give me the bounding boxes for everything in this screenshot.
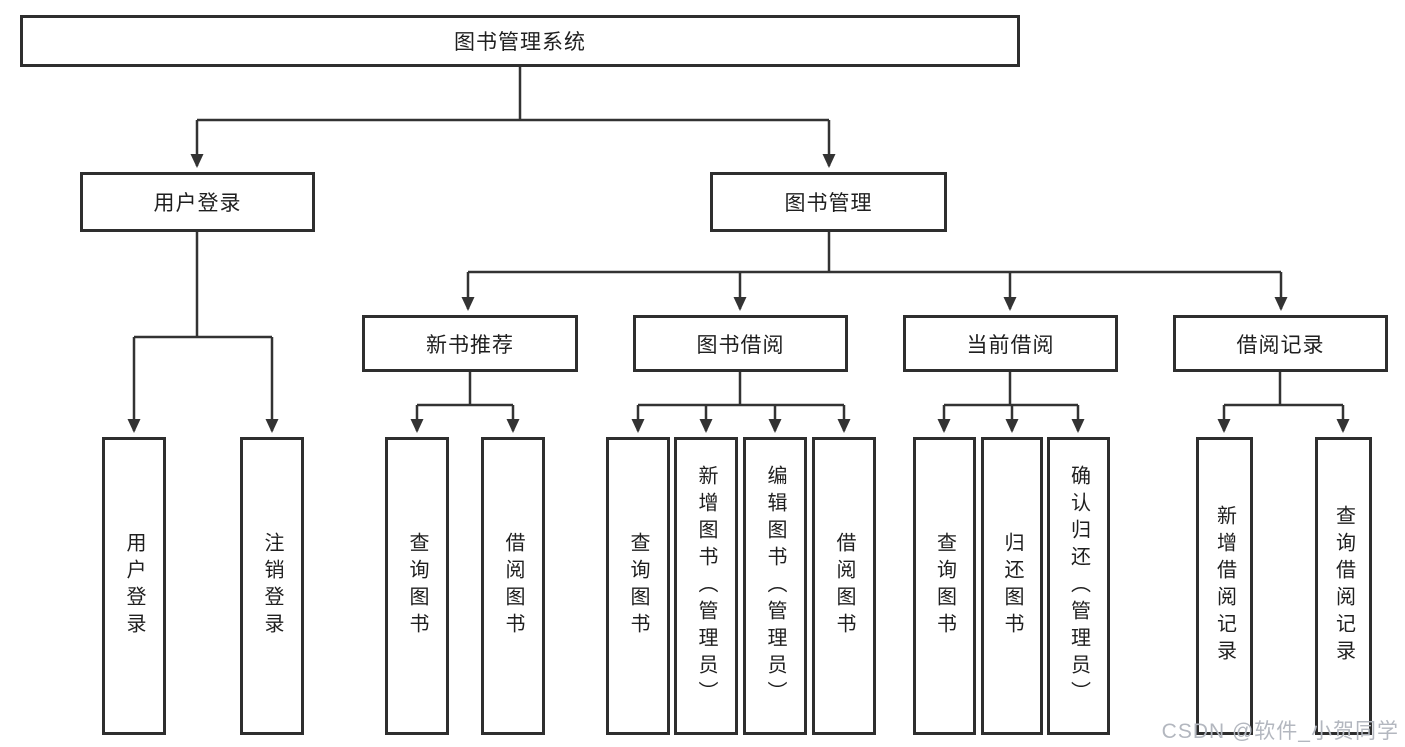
node-label: 归还图书	[1001, 532, 1023, 640]
leaf-borrowing-edit-books-admin: 编辑图书（管理员）	[743, 437, 807, 735]
node-label: 图书管理	[784, 192, 873, 215]
node-library-management-system: 图书管理系统	[20, 15, 1020, 67]
node-label: 新增借阅记录	[1213, 505, 1236, 667]
node-label: 编辑图书（管理员）	[764, 464, 786, 708]
leaf-records-add-record: 新增借阅记录	[1196, 437, 1253, 735]
leaf-borrowing-borrow-books: 借阅图书	[812, 437, 876, 735]
leaf-records-query-record: 查询借阅记录	[1315, 437, 1372, 735]
node-label: 用户登录	[153, 192, 242, 215]
node-label: 图书借阅	[696, 333, 785, 357]
node-book-management: 图书管理	[710, 172, 947, 232]
leaf-recommend-borrow-books: 借阅图书	[481, 437, 545, 735]
leaf-current-return-books: 归还图书	[981, 437, 1043, 735]
leaf-borrowing-add-books-admin: 新增图书（管理员）	[674, 437, 738, 735]
node-new-book-recommend: 新书推荐	[362, 315, 578, 372]
node-label: 查询借阅记录	[1332, 505, 1355, 667]
node-label: 新增图书（管理员）	[695, 464, 717, 708]
node-label: 查询图书	[406, 532, 428, 640]
node-label: 借阅记录	[1236, 333, 1325, 357]
node-label: 当前借阅	[966, 333, 1055, 357]
leaf-current-confirm-return-admin: 确认归还（管理员）	[1047, 437, 1110, 735]
node-label: 借阅图书	[833, 532, 855, 640]
leaf-recommend-query-books: 查询图书	[385, 437, 449, 735]
leaf-logout: 注销登录	[240, 437, 304, 735]
node-label: 确认归还（管理员）	[1067, 464, 1090, 708]
node-label: 查询图书	[627, 532, 649, 640]
node-label: 注销登录	[261, 532, 283, 640]
node-borrowing-records: 借阅记录	[1173, 315, 1388, 372]
leaf-borrowing-query-books: 查询图书	[606, 437, 670, 735]
node-label: 新书推荐	[426, 333, 514, 357]
node-label: 用户登录	[123, 532, 145, 640]
node-label: 查询图书	[933, 532, 956, 640]
node-label: 借阅图书	[502, 532, 524, 640]
node-user-login: 用户登录	[80, 172, 315, 232]
node-label: 图书管理系统	[454, 31, 586, 54]
node-book-borrowing: 图书借阅	[633, 315, 848, 372]
leaf-user-login: 用户登录	[102, 437, 166, 735]
node-current-borrowing: 当前借阅	[903, 315, 1118, 372]
leaf-current-query-books: 查询图书	[913, 437, 976, 735]
